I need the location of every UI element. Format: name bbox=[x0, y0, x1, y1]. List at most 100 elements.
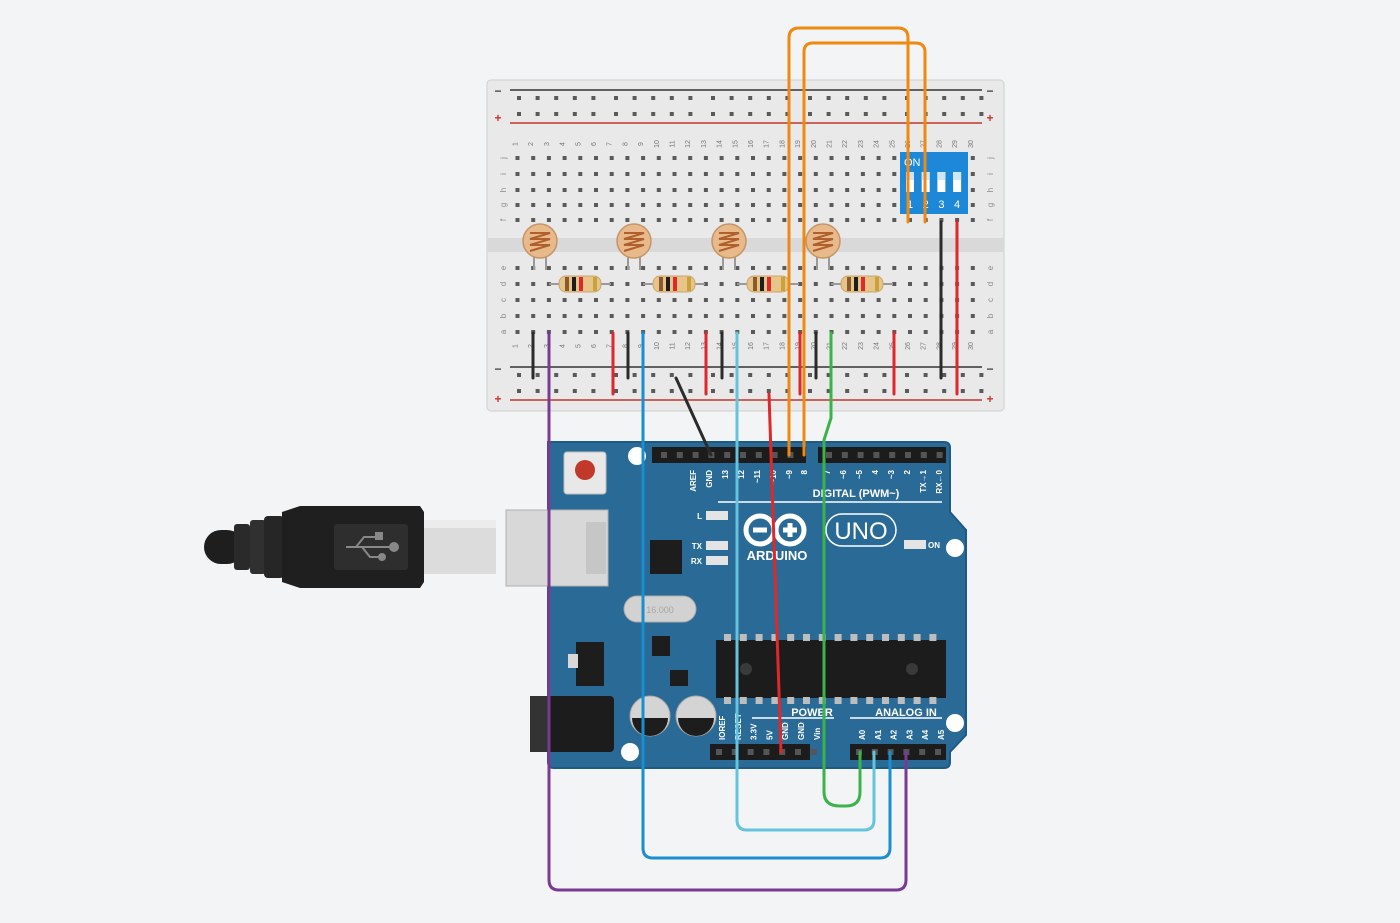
breadboard-hole[interactable] bbox=[719, 203, 724, 207]
breadboard-hole[interactable] bbox=[703, 218, 708, 222]
breadboard-hole[interactable] bbox=[578, 188, 583, 192]
breadboard-hole[interactable] bbox=[908, 298, 912, 302]
breadboard-hole[interactable] bbox=[656, 314, 661, 318]
photoresistors[interactable] bbox=[522, 223, 841, 270]
breadboard-hole[interactable] bbox=[766, 298, 771, 302]
breadboard-hole[interactable] bbox=[735, 298, 740, 302]
rail-hole[interactable] bbox=[845, 112, 850, 116]
breadboard-hole[interactable] bbox=[798, 172, 803, 176]
rail-hole[interactable] bbox=[923, 389, 928, 393]
breadboard-hole[interactable] bbox=[719, 282, 724, 286]
breadboard-hole[interactable] bbox=[798, 266, 803, 270]
breadboard-hole[interactable] bbox=[970, 282, 975, 286]
rail-hole[interactable] bbox=[517, 373, 521, 377]
breadboard-hole[interactable] bbox=[594, 330, 598, 334]
breadboard-hole[interactable] bbox=[876, 266, 881, 270]
breadboard-hole[interactable] bbox=[562, 314, 567, 318]
breadboard-hole[interactable] bbox=[860, 330, 865, 334]
rail-hole[interactable] bbox=[923, 373, 928, 377]
rail-hole[interactable] bbox=[748, 373, 753, 377]
breadboard-hole[interactable] bbox=[625, 218, 630, 222]
breadboard-hole[interactable] bbox=[813, 282, 818, 286]
breadboard-hole[interactable] bbox=[672, 172, 677, 176]
breadboard-hole[interactable] bbox=[845, 298, 850, 302]
breadboard-hole[interactable] bbox=[609, 172, 614, 176]
breadboard-hole[interactable] bbox=[970, 156, 975, 160]
rail-hole[interactable] bbox=[688, 373, 693, 377]
header-pin[interactable] bbox=[747, 749, 754, 755]
rail-hole[interactable] bbox=[669, 112, 674, 116]
breadboard-hole[interactable] bbox=[860, 203, 865, 207]
resistors[interactable] bbox=[549, 275, 893, 293]
breadboard-hole[interactable] bbox=[829, 314, 834, 318]
rail-hole[interactable] bbox=[517, 389, 521, 393]
dip-toggle[interactable] bbox=[906, 172, 914, 192]
breadboard-hole[interactable] bbox=[703, 172, 708, 176]
breadboard-hole[interactable] bbox=[656, 218, 661, 222]
breadboard-hole[interactable] bbox=[625, 156, 630, 160]
rail-hole[interactable] bbox=[942, 112, 947, 116]
breadboard-hole[interactable] bbox=[515, 203, 520, 207]
breadboard-hole[interactable] bbox=[829, 156, 834, 160]
breadboard-hole[interactable] bbox=[609, 298, 614, 302]
wire-black-arduino-gnd[interactable] bbox=[674, 376, 713, 457]
breadboard-hole[interactable] bbox=[751, 188, 755, 192]
rail-hole[interactable] bbox=[651, 96, 656, 100]
breadboard-hole[interactable] bbox=[546, 203, 551, 207]
breadboard-hole[interactable] bbox=[703, 156, 708, 160]
breadboard-hole[interactable] bbox=[656, 330, 661, 334]
breadboard-hole[interactable] bbox=[578, 330, 583, 334]
breadboard-hole[interactable] bbox=[782, 266, 787, 270]
breadboard-hole[interactable] bbox=[751, 314, 755, 318]
breadboard-hole[interactable] bbox=[766, 172, 771, 176]
rail-hole[interactable] bbox=[826, 373, 831, 377]
breadboard-hole[interactable] bbox=[876, 156, 881, 160]
breadboard-hole[interactable] bbox=[719, 172, 724, 176]
breadboard-hole[interactable] bbox=[970, 314, 975, 318]
breadboard-hole[interactable] bbox=[656, 203, 661, 207]
breadboard-hole[interactable] bbox=[845, 218, 850, 222]
breadboard-hole[interactable] bbox=[656, 156, 661, 160]
breadboard-hole[interactable] bbox=[688, 266, 693, 270]
breadboard-hole[interactable] bbox=[876, 203, 881, 207]
rail-hole[interactable] bbox=[748, 96, 753, 100]
rail-hole[interactable] bbox=[554, 389, 559, 393]
breadboard-hole[interactable] bbox=[672, 203, 677, 207]
rail-hole[interactable] bbox=[942, 373, 947, 377]
breadboard-hole[interactable] bbox=[766, 203, 771, 207]
breadboard-hole[interactable] bbox=[782, 156, 787, 160]
rail-hole[interactable] bbox=[669, 373, 674, 377]
breadboard-hole[interactable] bbox=[688, 188, 693, 192]
breadboard-hole[interactable] bbox=[939, 218, 944, 222]
breadboard-hole[interactable] bbox=[892, 314, 897, 318]
breadboard-hole[interactable] bbox=[672, 314, 677, 318]
breadboard-hole[interactable] bbox=[672, 330, 677, 334]
breadboard-hole[interactable] bbox=[578, 298, 583, 302]
breadboard-hole[interactable] bbox=[782, 218, 787, 222]
breadboard-hole[interactable] bbox=[703, 298, 708, 302]
rail-hole[interactable] bbox=[748, 112, 753, 116]
wire-orange-pin-9[interactable] bbox=[787, 26, 910, 457]
rail-hole[interactable] bbox=[785, 373, 790, 377]
photoresistor[interactable] bbox=[522, 223, 558, 270]
breadboard-hole[interactable] bbox=[546, 218, 551, 222]
breadboard-hole[interactable] bbox=[845, 172, 850, 176]
breadboard-hole[interactable] bbox=[860, 266, 865, 270]
breadboard-hole[interactable] bbox=[641, 172, 646, 176]
breadboard-hole[interactable] bbox=[609, 203, 614, 207]
breadboard-hole[interactable] bbox=[860, 314, 865, 318]
photoresistor[interactable] bbox=[805, 223, 841, 270]
breadboard-hole[interactable] bbox=[562, 156, 567, 160]
header-pin[interactable] bbox=[755, 452, 762, 458]
breadboard-hole[interactable] bbox=[766, 156, 771, 160]
breadboard-hole[interactable] bbox=[515, 266, 520, 270]
breadboard-hole[interactable] bbox=[955, 218, 960, 222]
breadboard-hole[interactable] bbox=[876, 314, 881, 318]
rail-hole[interactable] bbox=[591, 373, 596, 377]
breadboard-hole[interactable] bbox=[531, 156, 536, 160]
breadboard-hole[interactable] bbox=[688, 218, 693, 222]
breadboard-hole[interactable] bbox=[531, 203, 536, 207]
rail-hole[interactable] bbox=[554, 96, 559, 100]
breadboard-hole[interactable] bbox=[892, 188, 897, 192]
header-pin[interactable] bbox=[841, 452, 848, 458]
